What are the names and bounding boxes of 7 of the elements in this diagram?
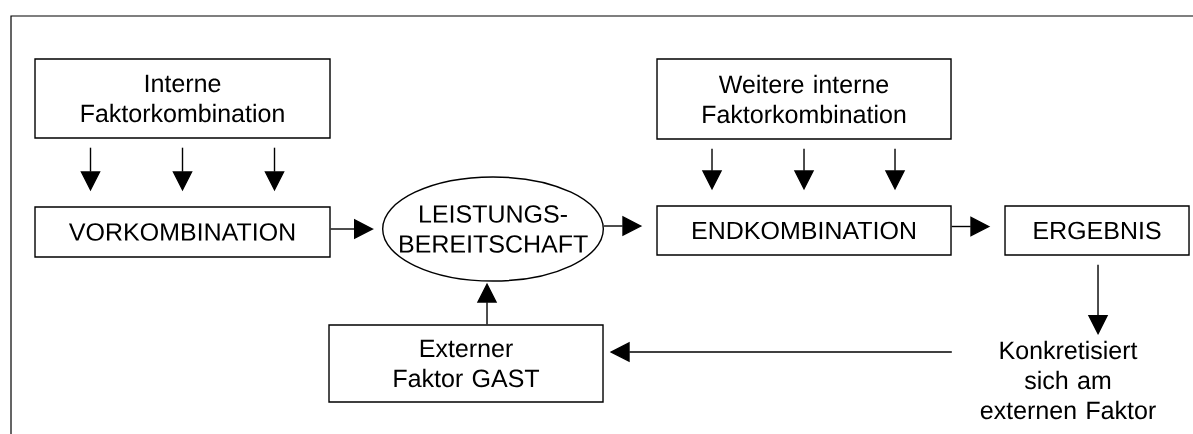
- process-box: Externer Faktor GAST: [328, 324, 604, 403]
- process-box: VORKOMBINATION: [34, 206, 331, 258]
- process-box: ERGEBNIS: [1004, 205, 1190, 256]
- process-box: Weitere interne Faktorkombination: [656, 58, 952, 140]
- process-box: ENDKOMBINATION: [656, 205, 952, 256]
- note-text: Konkretisiert sich am externen Faktor: [980, 340, 1156, 420]
- process-box: Interne Faktorkombination: [34, 58, 331, 139]
